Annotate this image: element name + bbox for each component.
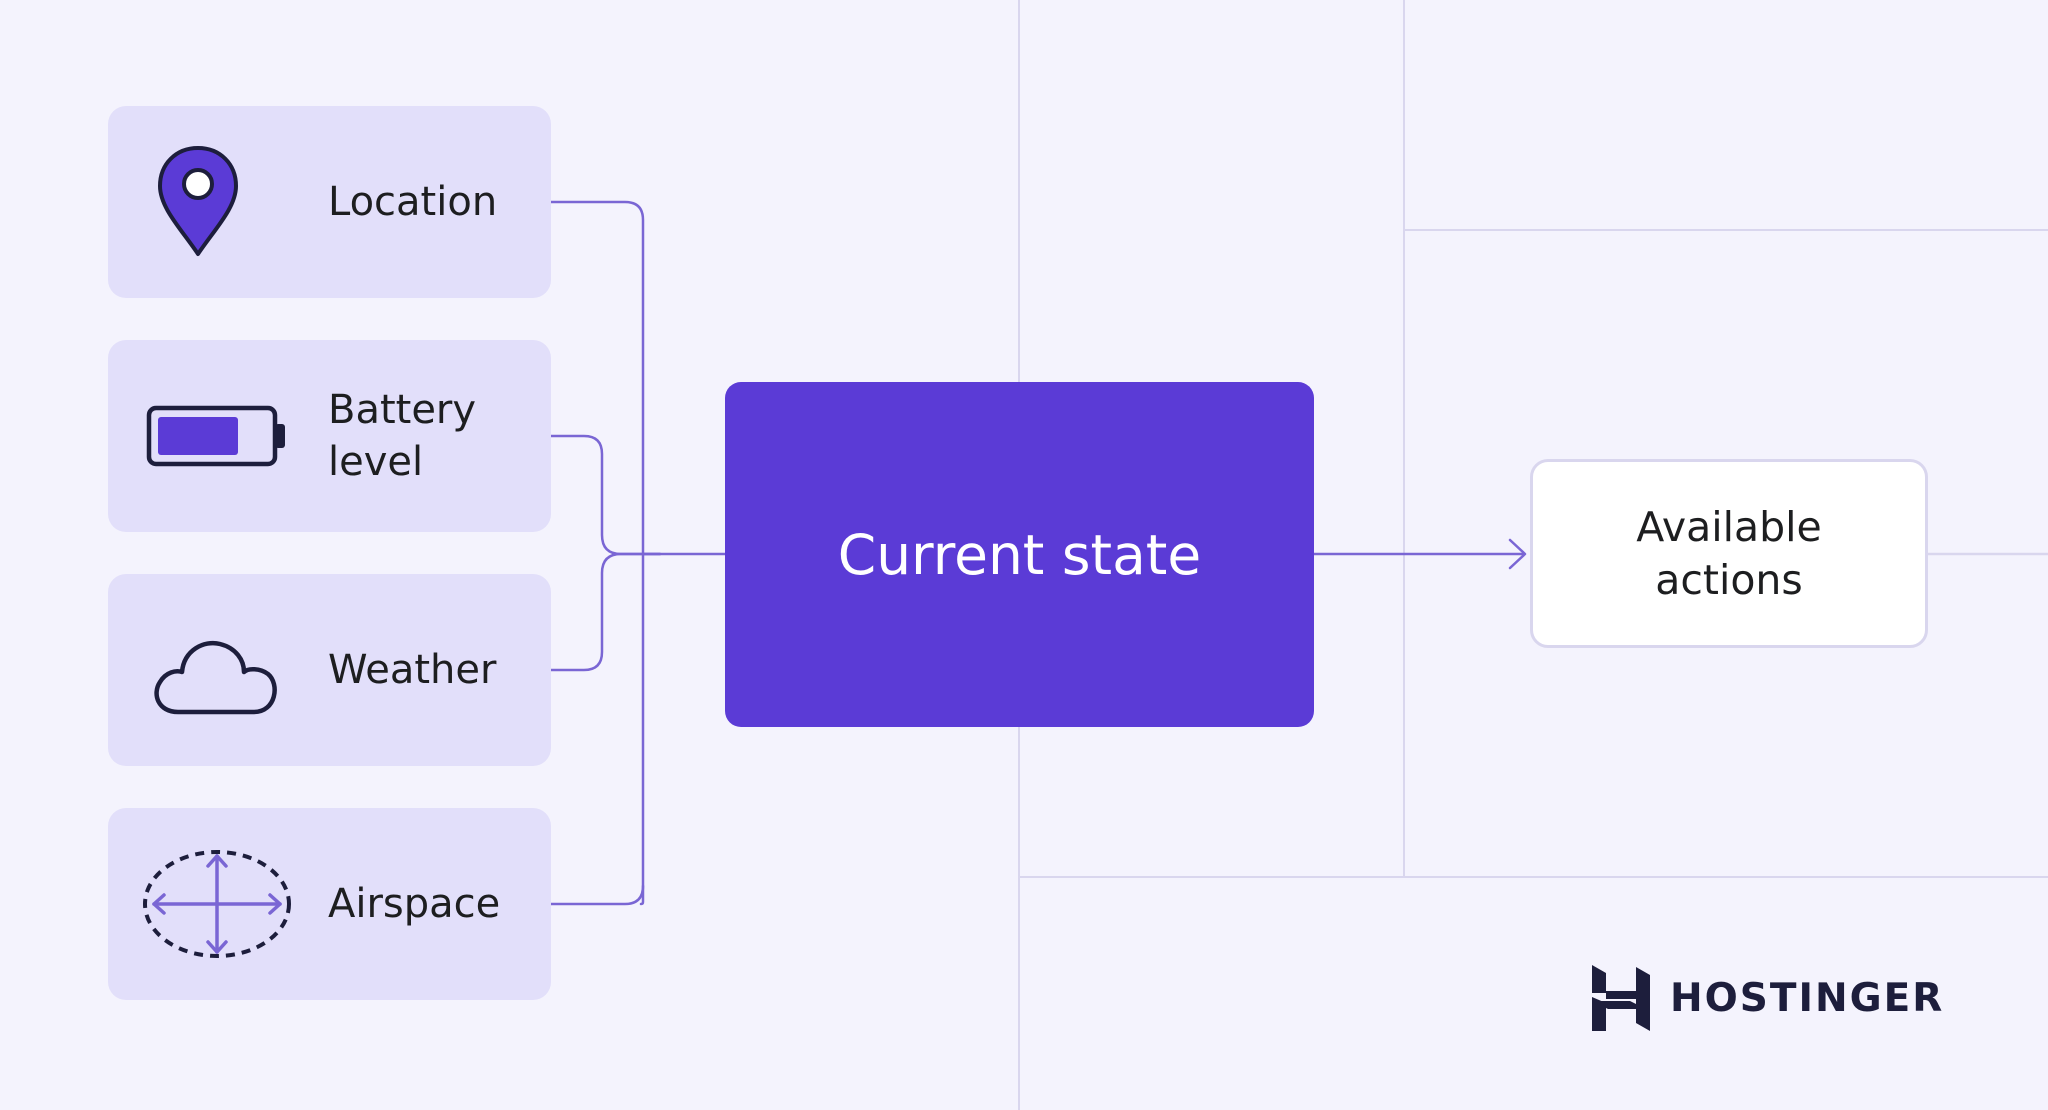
connector-battery [549,434,662,556]
available-actions-label: Available actions [1636,502,1822,604]
airspace-icon [142,844,292,964]
input-card-location: Location [108,106,551,298]
location-pin-icon [138,142,258,262]
hostinger-h-icon [1592,965,1650,1031]
cloud-icon [148,610,288,730]
connector-airspace [549,884,645,906]
current-state-box: Current state [725,382,1314,727]
input-label-location: Location [328,179,498,225]
arrowhead [1508,538,1527,570]
current-state-label: Current state [837,522,1202,587]
hostinger-logo: HOSTINGER [1590,963,1944,1033]
brand-name: HOSTINGER [1670,975,1945,1021]
input-label-weather: Weather [328,647,497,693]
background-grid-line [1403,0,1405,877]
background-grid-line [1403,229,2048,231]
input-card-battery: Battery level [108,340,551,532]
connector-location [549,200,645,906]
input-card-weather: Weather [108,574,551,766]
connector-weather [549,552,662,672]
background-grid-line [1018,876,2048,878]
battery-icon [144,376,294,496]
input-label-airspace: Airspace [328,881,501,927]
input-card-airspace: Airspace [108,808,551,1000]
available-actions-box: Available actions [1530,459,1928,648]
input-label-battery: Battery level [328,387,477,485]
